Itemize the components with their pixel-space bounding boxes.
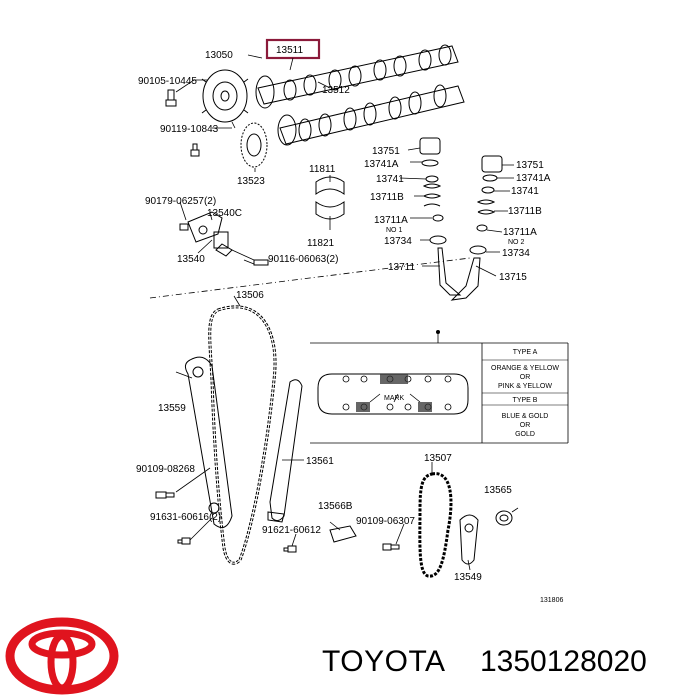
label-91631-60616: 91631-60616(2)	[150, 512, 221, 523]
label-13549: 13549	[454, 572, 482, 583]
label-90109-06307: 90109-06307	[356, 516, 415, 527]
label-13741-right: 13741	[511, 186, 539, 197]
vvt-gear	[201, 69, 249, 123]
part-labels: 13511 13050 90105-10445 13512 90119-1084…	[136, 45, 563, 604]
label-13540: 13540	[177, 254, 205, 265]
label-90109-08268: 90109-08268	[136, 464, 195, 475]
label-13711a-right: 13711A	[503, 227, 537, 238]
label-13561: 13561	[306, 456, 334, 467]
mark-row-2: OR	[520, 374, 531, 381]
chain-tensioner-slipper	[184, 356, 233, 529]
label-13711b-right: 13711B	[508, 206, 542, 217]
camshaft-exhaust	[277, 84, 465, 146]
bolt-91621	[283, 545, 297, 553]
mark-row-3: PINK & YELLOW	[498, 383, 552, 390]
label-13506: 13506	[236, 290, 264, 301]
bolt-91631	[177, 537, 191, 545]
label-13540c: 13540C	[207, 208, 242, 219]
tensioner-spring	[495, 507, 519, 526]
mark-row-1: ORANGE & YELLOW	[491, 365, 559, 372]
mark-table-text: TYPE A ORANGE & YELLOW OR PINK & YELLOW …	[491, 349, 559, 438]
label-13734-left: 13734	[384, 236, 412, 247]
chain-damper	[329, 525, 357, 543]
label-13565: 13565	[484, 485, 512, 496]
label-13511: 13511	[276, 45, 304, 56]
label-13751-right: 13751	[516, 160, 544, 171]
chain-guide	[267, 379, 303, 523]
label-diagram-code: 131806	[540, 597, 563, 604]
label-11811: 11811	[309, 164, 336, 175]
mark-row-0: TYPE A	[513, 349, 538, 356]
label-mark: MARK	[384, 395, 405, 402]
label-13741a-right: 13741A	[516, 173, 551, 184]
timing-chain-main	[208, 305, 277, 565]
timing-mark-panel	[310, 330, 569, 444]
bolt-90119	[190, 143, 200, 157]
label-13741a-left: 13741A	[364, 159, 399, 170]
label-13741-left: 13741	[376, 174, 404, 185]
label-13734-right: 13734	[502, 248, 530, 259]
exhaust-sprocket	[240, 122, 268, 168]
label-no2: NO 2	[508, 239, 524, 246]
section-line	[149, 257, 471, 299]
label-90119-10843: 90119-10843	[160, 124, 219, 135]
label-13523: 13523	[237, 176, 265, 187]
part-number: 1350128020	[480, 645, 647, 678]
label-90105-10445: 90105-10445	[138, 76, 197, 87]
bolt-90109-a	[155, 491, 175, 499]
valve-assembly-right	[450, 155, 503, 301]
label-13711b-left: 13711B	[370, 192, 404, 203]
label-13711: 13711	[388, 262, 416, 273]
bolt-90105	[165, 89, 177, 107]
label-13711a-left: 13711A	[374, 215, 408, 226]
label-no1: NO 1	[386, 227, 402, 234]
mark-row-7: GOLD	[515, 431, 535, 438]
camshaft-intake	[255, 44, 459, 109]
label-13507: 13507	[424, 453, 452, 464]
label-91621-60612: 91621-60612	[262, 525, 321, 536]
oil-control-valve	[179, 211, 269, 266]
valve-assembly-left	[419, 137, 462, 296]
label-13050: 13050	[205, 50, 233, 61]
toyota-logo-icon	[5, 617, 119, 695]
mark-row-6: OR	[520, 422, 531, 429]
label-13751-left: 13751	[372, 146, 400, 157]
label-90116-06063: 90116-06063(2)	[268, 254, 338, 265]
label-90179-06257: 90179-06257(2)	[145, 196, 216, 207]
bolt-90109-b	[382, 543, 400, 551]
label-13566b: 13566B	[318, 501, 353, 512]
mark-row-5: BLUE & GOLD	[502, 413, 549, 420]
label-13559: 13559	[158, 403, 186, 414]
cam-bearing-caps	[315, 176, 345, 220]
label-11821: 11821	[307, 238, 335, 249]
oil-pump-chain-tensioner	[459, 514, 479, 565]
label-13715: 13715	[499, 272, 527, 283]
label-13512: 13512	[322, 85, 350, 96]
oil-pump-chain	[418, 472, 453, 578]
mark-row-4: TYPE B	[513, 397, 538, 404]
brand-name: TOYOTA	[322, 645, 446, 678]
leader-lines	[175, 54, 514, 571]
